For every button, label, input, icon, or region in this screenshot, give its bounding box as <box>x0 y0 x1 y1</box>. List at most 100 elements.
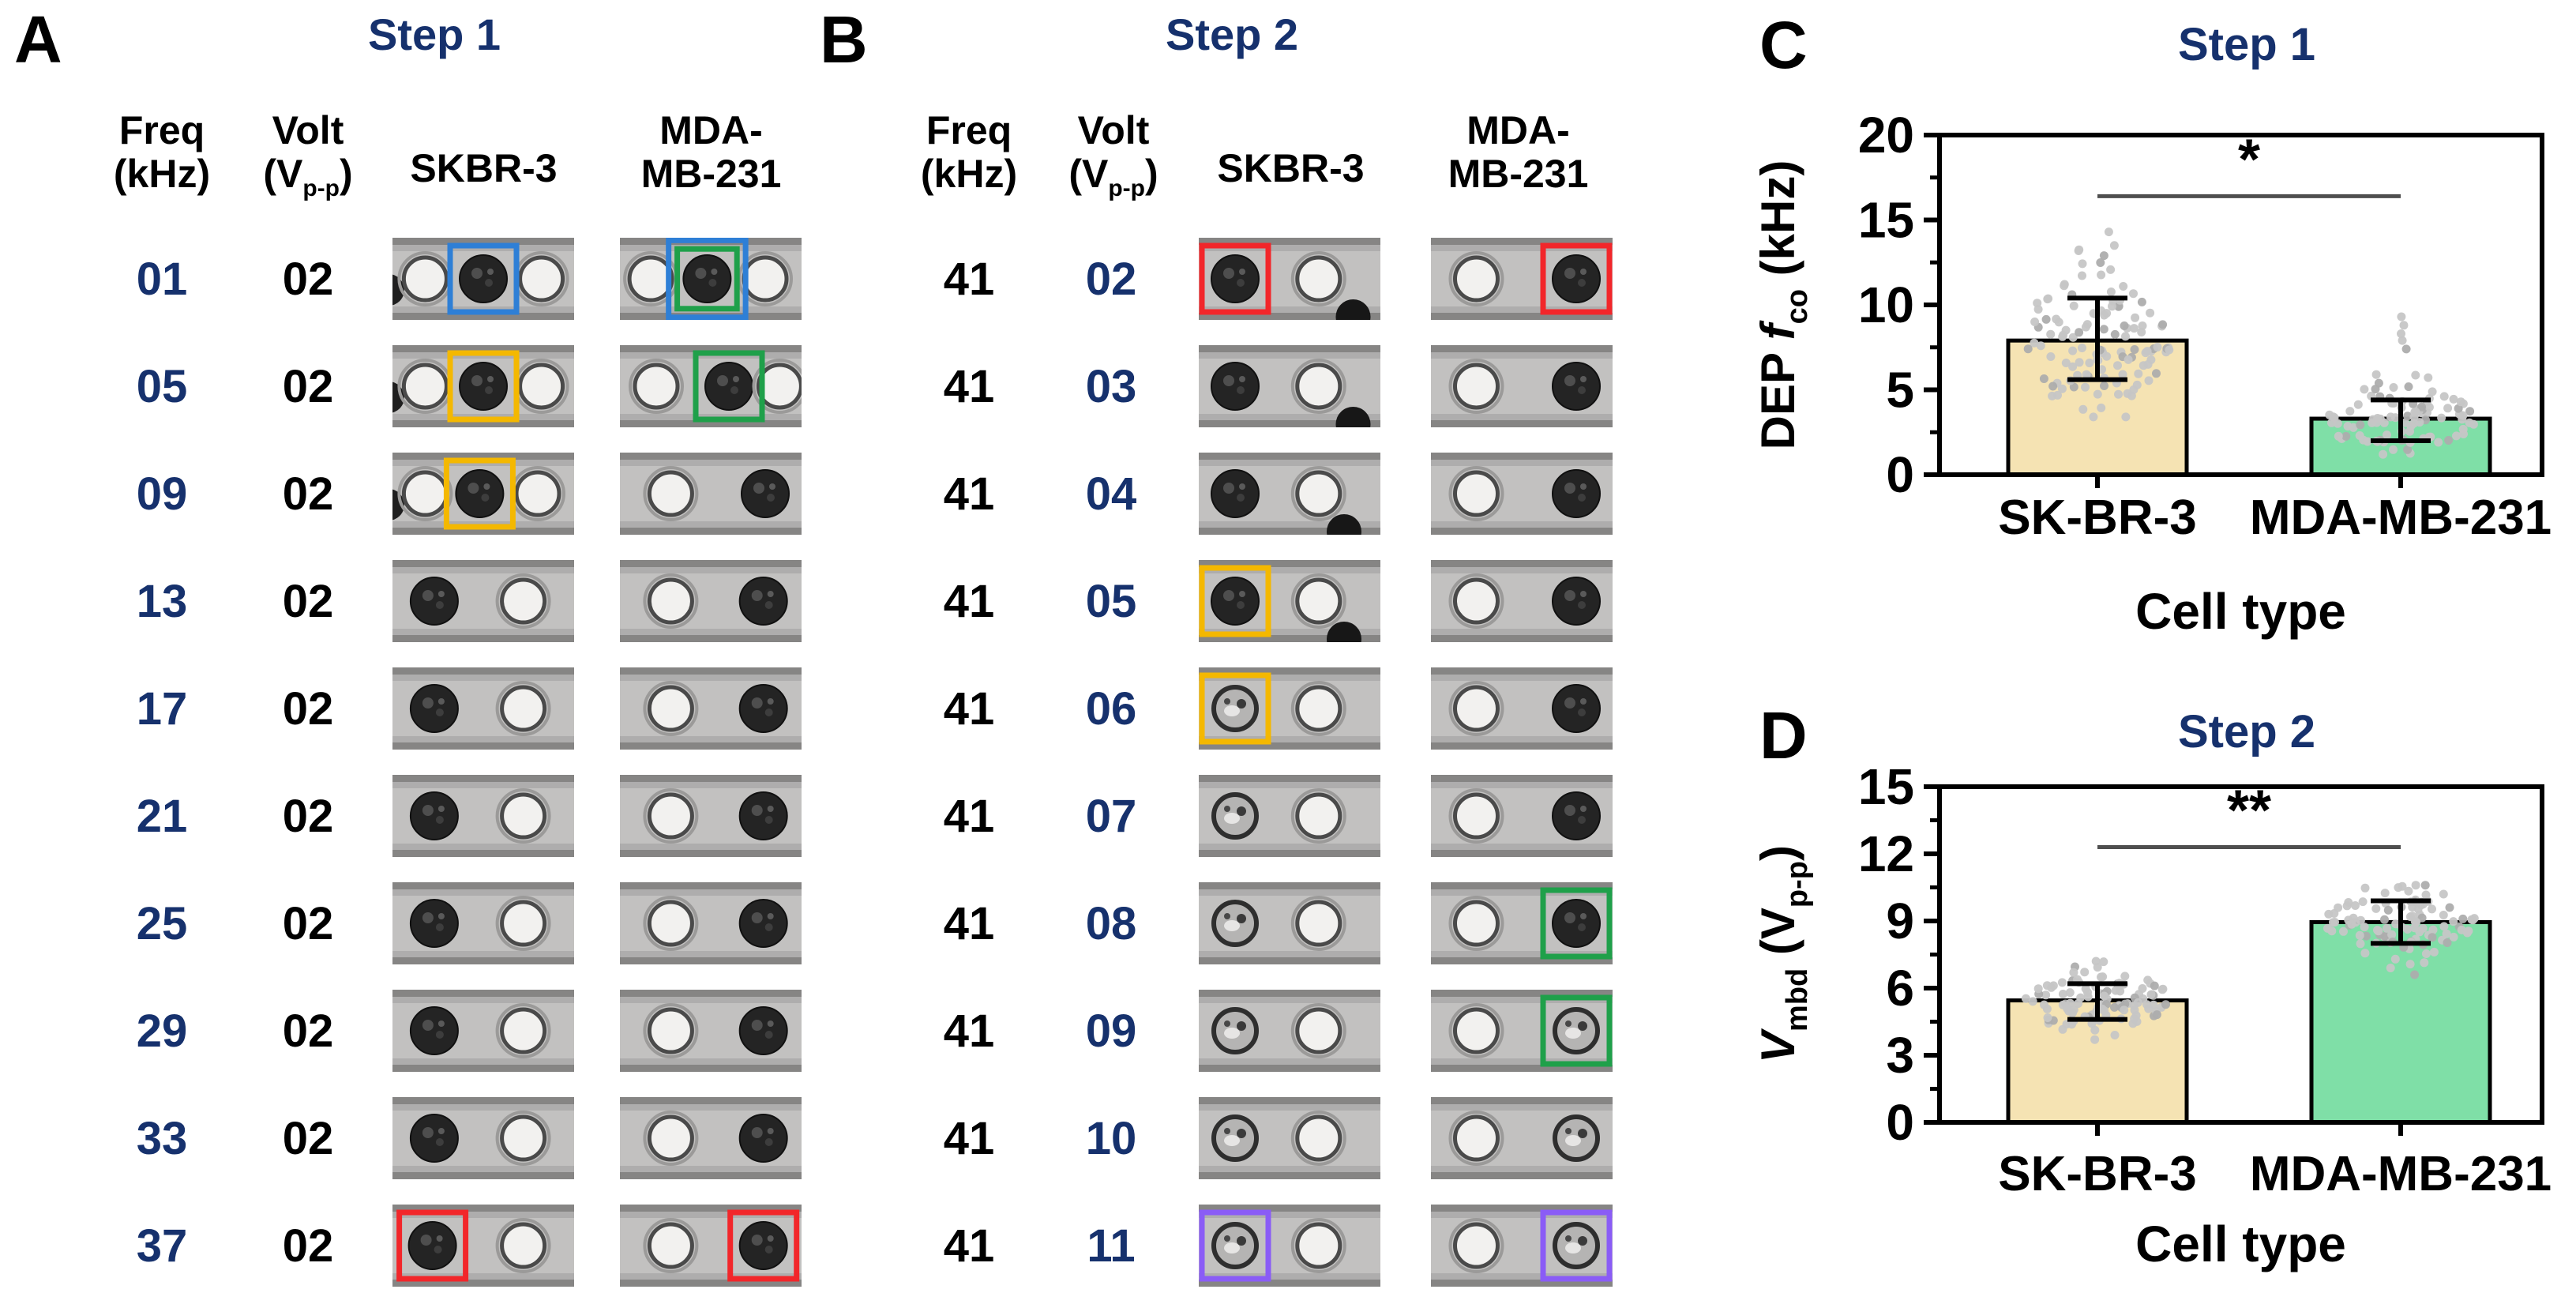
cell-texture <box>1578 923 1586 931</box>
freq-value: 05 <box>136 361 188 412</box>
scatter-point <box>2152 369 2161 378</box>
cell-texture <box>767 494 775 502</box>
channel-wall-bottom <box>392 850 574 857</box>
scatter-point <box>2069 382 2078 392</box>
trap-well-ring <box>647 470 694 517</box>
error-bar-sk-br-3 <box>2067 981 2127 1022</box>
highlight-box <box>674 246 740 312</box>
channel-wall-top <box>1199 345 1380 352</box>
cell-blob <box>459 254 508 303</box>
scatter-point <box>2383 430 2391 440</box>
scatter-point <box>2356 939 2365 949</box>
scatter-point <box>2033 305 2043 314</box>
cell-blob <box>1211 362 1260 411</box>
scatter-point <box>2021 994 2030 1003</box>
volt-value: 08 <box>1085 898 1137 949</box>
scatter-point <box>2398 881 2407 891</box>
scatter-point <box>2093 389 2102 399</box>
chart-title: Step 2 <box>2178 706 2315 757</box>
channel-shade-top <box>620 997 802 1003</box>
channel-shade-bottom <box>620 1058 802 1065</box>
channel-wall-bottom <box>620 742 802 750</box>
trap-well-ring <box>1295 470 1342 517</box>
scatter-point <box>2449 394 2458 404</box>
channel-shade-top <box>392 1212 574 1218</box>
electrode-outer-ring <box>1448 681 1504 736</box>
scatter-point <box>2390 954 2400 964</box>
scatter-point <box>2389 445 2398 454</box>
lysed-cell-interior <box>1565 1028 1581 1039</box>
y-axis-tick-label: 15 <box>1858 758 1914 815</box>
cell-texture <box>1223 590 1234 601</box>
panel-b-volt-header: Volt (Vp-p) <box>1029 108 1198 201</box>
cell-texture <box>717 375 728 386</box>
cell-texture <box>1578 601 1586 609</box>
lysed-cell-debris <box>1578 1129 1587 1138</box>
cell-texture <box>422 805 434 816</box>
cell-texture <box>1564 805 1575 816</box>
cell-texture <box>1580 806 1587 812</box>
channel-shade-bottom <box>1431 1273 1613 1280</box>
scatter-point <box>2081 322 2090 332</box>
micrograph-cell-skbr3 <box>1199 882 1380 964</box>
cell-texture <box>751 697 763 708</box>
scatter-group-sk-br-3 <box>2021 957 2170 1044</box>
trap-well-ring <box>514 470 561 517</box>
channel-shade-bottom <box>620 521 802 528</box>
channel-wall-top <box>392 345 574 352</box>
electrode-outer-ring <box>629 359 684 414</box>
micrograph-cell-skbr3 <box>1199 775 1380 857</box>
scatter-point <box>2132 1017 2142 1026</box>
channel-wall-top <box>392 882 574 889</box>
cell-texture <box>1237 279 1245 287</box>
cell-texture <box>481 494 490 502</box>
electrode-outer-ring <box>495 1218 551 1273</box>
channel-shade-bottom <box>392 736 574 742</box>
channel-wall-bottom <box>392 957 574 964</box>
cell-blob <box>1552 577 1601 626</box>
channel-wall-top <box>1431 238 1613 245</box>
channel-shade-top <box>392 782 574 788</box>
lysed-cell-debris <box>1224 1235 1230 1242</box>
micrograph-skbr-3 <box>392 560 574 642</box>
scatter-point <box>2383 905 2393 915</box>
channel-shade-top <box>392 997 574 1003</box>
micrograph-cell-mda-mb-231 <box>1431 453 1613 535</box>
scatter-point <box>2097 403 2106 412</box>
panel-letter: C <box>1759 8 1808 82</box>
freq-value: 37 <box>136 1220 188 1272</box>
micrograph-skbr-3 <box>392 775 574 857</box>
micrograph-mda-mb-231 <box>620 775 802 857</box>
micrograph-cell-skbr3 <box>1199 560 1380 656</box>
volt-header-line1: Volt <box>1077 108 1150 152</box>
micrograph-skbr-3 <box>373 453 574 535</box>
micrograph-cell-skbr3 <box>392 560 574 642</box>
scatter-point <box>2462 928 2472 938</box>
cell-texture <box>1580 483 1587 490</box>
channel-wall-bottom <box>620 420 802 427</box>
cell-texture <box>751 590 763 601</box>
micrograph-mda-mb-231 <box>620 667 802 750</box>
channel-wall-top <box>1199 453 1380 460</box>
channel-wall-bottom <box>392 313 574 320</box>
scatter-point <box>2144 1004 2154 1013</box>
scatter-point <box>2363 437 2372 446</box>
cell-texture <box>1564 912 1575 923</box>
scatter-point <box>2120 972 2130 981</box>
lysed-cell-interior <box>1224 920 1240 931</box>
scatter-point <box>2146 308 2155 318</box>
channel-shade-bottom <box>392 1058 574 1065</box>
micrograph-skbr-3 <box>1199 1097 1380 1179</box>
electrode-outer-ring <box>495 573 551 629</box>
channel-wall-bottom <box>1199 635 1380 642</box>
highlight-box <box>1199 672 1271 745</box>
scatter-point <box>2046 352 2056 361</box>
scatter-point <box>2341 431 2351 441</box>
trap-well-ring <box>1295 1007 1342 1054</box>
scatter-point <box>2113 361 2122 370</box>
channel-wall-top <box>1199 990 1380 997</box>
scatter-point <box>2080 968 2090 977</box>
scatter-point <box>2389 383 2398 392</box>
